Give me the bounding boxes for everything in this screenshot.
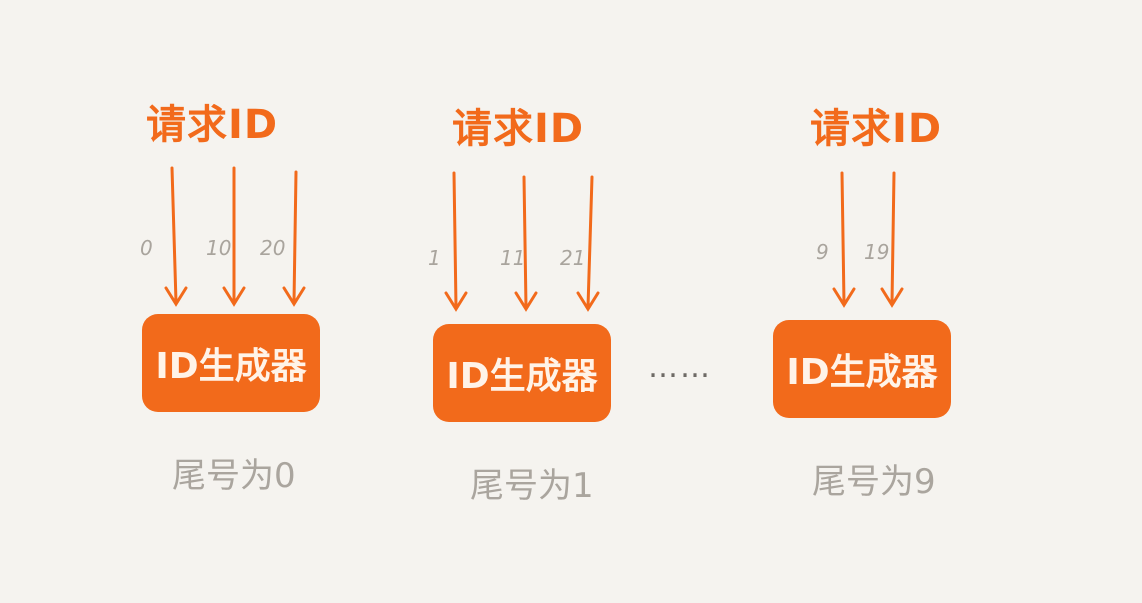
arrow-1 <box>444 171 468 312</box>
arrow-20 <box>282 170 306 307</box>
arrow-10 <box>222 166 246 307</box>
request-id-label: 请求ID <box>810 106 943 152</box>
index-label: 21 <box>560 246 586 270</box>
ellipsis: …… <box>648 350 712 385</box>
request-arrows <box>444 171 600 312</box>
index-label: 9 <box>816 240 829 264</box>
arrow-0 <box>164 166 188 307</box>
id-generator-box: ID生成器 <box>773 320 951 418</box>
tail-number-caption: 尾号为9 <box>812 462 936 502</box>
index-label: 0 <box>140 236 153 260</box>
tail-number-caption: 尾号为1 <box>470 466 594 506</box>
request-arrows <box>832 171 904 308</box>
arrow-9 <box>832 171 856 308</box>
arrow-21 <box>576 175 600 312</box>
index-label: 19 <box>864 240 890 264</box>
id-generator-box: ID生成器 <box>433 324 611 422</box>
arrow-11 <box>514 175 538 312</box>
tail-number-caption: 尾号为0 <box>172 456 296 496</box>
index-label: 11 <box>500 246 526 270</box>
request-id-label: 请求ID <box>146 102 279 148</box>
id-generator-box: ID生成器 <box>142 314 320 412</box>
arrow-19 <box>880 171 904 308</box>
index-label: 1 <box>428 246 441 270</box>
request-id-label: 请求ID <box>452 106 585 152</box>
index-label: 20 <box>260 236 286 260</box>
index-label: 10 <box>206 236 232 260</box>
request-arrows <box>164 166 306 307</box>
